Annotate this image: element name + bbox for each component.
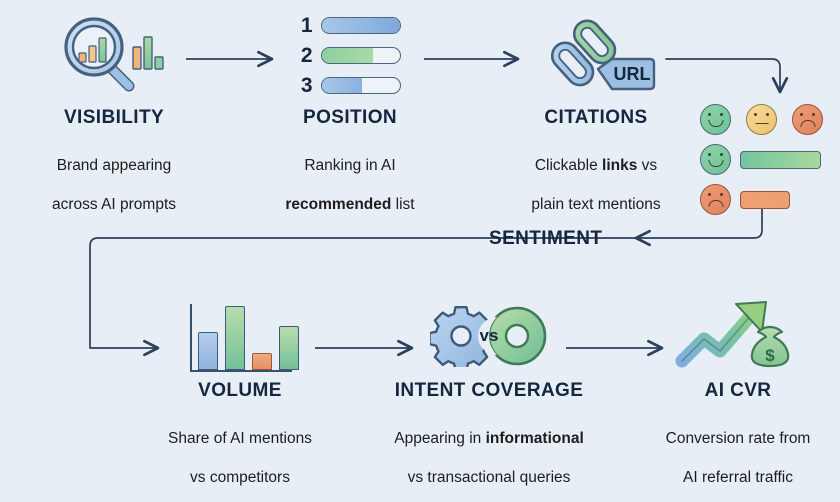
url-badge-text: URL	[614, 64, 651, 84]
desc-line-2-tail: list	[391, 196, 415, 214]
node-title: AI CVR	[704, 380, 772, 401]
rank-fill	[321, 78, 363, 93]
desc-line-1: Brand appearing	[56, 156, 172, 174]
sentiment-title: SENTIMENT	[489, 228, 603, 249]
chain-link-url-icon: URL	[498, 8, 694, 103]
rank-row: 1	[300, 14, 401, 38]
node-description: Ranking in AI recommended list	[252, 136, 448, 215]
desc-line-2: AI referral traffic	[683, 469, 793, 487]
desc-line-1: Ranking in AI	[304, 156, 396, 174]
desc-post: vs	[637, 156, 658, 174]
gear-vs-donut-icon: vs	[378, 296, 600, 376]
rank-track	[320, 17, 401, 34]
desc-line-2: vs transactional queries	[407, 469, 571, 487]
node-title: INTENT COVERAGE	[394, 380, 584, 401]
rank-fill	[321, 18, 400, 33]
node-title: CITATIONS	[544, 107, 648, 128]
node-sentiment[interactable]	[700, 104, 823, 215]
donut-icon	[478, 306, 547, 366]
ranked-list-icon: 1 2 3	[252, 8, 448, 103]
volume-chart	[190, 300, 299, 372]
node-title: VOLUME	[198, 380, 282, 401]
sentiment-bar-positive	[740, 150, 821, 169]
desc-line-2: plain text mentions	[531, 196, 661, 214]
bar	[279, 325, 299, 370]
rank-track	[320, 77, 401, 94]
growth-arrow-money-bag-icon: $	[640, 296, 836, 376]
node-volume[interactable]: VOLUME Share of AI mentions vs competito…	[140, 296, 340, 488]
node-description: Brand appearing across AI prompts	[14, 136, 214, 215]
desc-line-2: vs competitors	[190, 469, 290, 487]
node-description: Appearing in informational vs transactio…	[378, 409, 600, 488]
node-intent-coverage[interactable]: vs INTENT COVERAGE Appearing in informat…	[378, 296, 600, 488]
node-title: VISIBILITY	[63, 107, 165, 128]
rank-number: 1	[300, 13, 313, 37]
rank-number: 2	[300, 43, 313, 67]
node-description: Conversion rate from AI referral traffic	[640, 409, 836, 488]
desc-line-1: Share of AI mentions	[168, 429, 312, 447]
happy-face-icon	[700, 144, 731, 175]
desc-line-2: across AI prompts	[51, 196, 177, 214]
sad-face-icon	[700, 184, 731, 215]
desc-pre: Appearing in	[394, 429, 486, 447]
desc-pre: Clickable	[534, 156, 603, 174]
neutral-face-icon	[746, 104, 777, 135]
rank-track	[320, 47, 401, 64]
rank-row: 2	[300, 44, 401, 68]
rank-row: 3	[300, 74, 401, 98]
desc-line-1: Conversion rate from	[665, 429, 811, 447]
desc-emphasis: recommended	[285, 196, 392, 214]
rank-fill	[321, 48, 373, 63]
node-title: POSITION	[303, 107, 397, 128]
node-description: Clickable links vs plain text mentions	[498, 136, 694, 215]
rank-list: 1 2 3	[300, 14, 401, 98]
desc-emphasis: informational	[485, 429, 584, 447]
bar	[198, 332, 218, 370]
node-citations[interactable]: URL CITATIONS Clickable links vs plain t…	[498, 8, 694, 215]
bar-chart-icon	[140, 296, 340, 376]
gear-donut-group: vs	[428, 305, 548, 372]
desc-emphasis: links	[602, 156, 638, 174]
chart-bars	[198, 305, 299, 370]
node-ai-cvr[interactable]: $ AI CVR Conversion rate from AI referra…	[640, 296, 836, 488]
sentiment-bar-row	[700, 184, 823, 215]
sentiment-bar-negative	[740, 190, 790, 209]
chart-axes	[190, 304, 292, 372]
node-visibility[interactable]: VISIBILITY Brand appearing across AI pro…	[14, 8, 214, 215]
sentiment-bar-row	[700, 144, 823, 175]
rank-number: 3	[300, 73, 313, 97]
money-symbol: $	[765, 346, 775, 365]
node-description: Share of AI mentions vs competitors	[140, 409, 340, 488]
bar	[225, 305, 245, 370]
happy-face-icon	[700, 104, 731, 135]
node-position[interactable]: 1 2 3 POSITION	[252, 8, 448, 215]
magnifier-bar-chart-icon	[14, 8, 214, 103]
vs-label: vs	[479, 326, 499, 345]
sad-face-icon	[792, 104, 823, 135]
bar	[252, 352, 272, 370]
sentiment-faces	[700, 104, 823, 135]
